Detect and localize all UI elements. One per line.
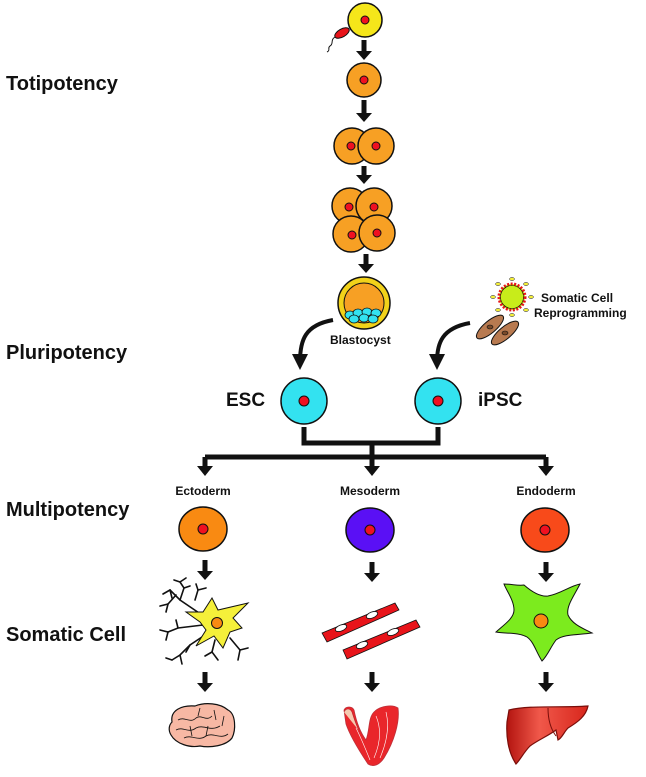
ectoderm-to-neuron-arrow [197, 560, 213, 580]
reprogramming-to-ipsc-arrow [429, 321, 471, 370]
mesoderm-label: Mesoderm [339, 484, 401, 498]
neuron-to-brain-arrow [197, 672, 213, 692]
liver-icon [506, 705, 589, 765]
reprogramming-label-line2: Reprogramming [534, 306, 627, 320]
ectoderm-cell [178, 506, 228, 552]
stage-label-pluripotency: Pluripotency [6, 342, 128, 364]
two-cell-to-four-cell-arrow [356, 166, 372, 184]
ipsc-cell [414, 377, 462, 425]
arm-muscle-icon [343, 705, 399, 766]
ipsc-label: iPSC [478, 390, 523, 411]
muscle-fibers-icon [321, 602, 421, 660]
stage-label-multipotency: Multipotency [6, 499, 130, 521]
blastocyst-to-esc-arrow [292, 318, 334, 370]
blastocyst [337, 276, 391, 330]
mesoderm-to-muscle-arrow [364, 562, 380, 582]
hepatocyte-to-liver-arrow [538, 672, 554, 692]
endoderm-cell [520, 507, 570, 553]
mesoderm-cell [345, 507, 395, 553]
endoderm-to-hepatocyte-arrow [538, 562, 554, 582]
virus-icon [490, 277, 534, 317]
neuron-icon [159, 577, 250, 665]
blastocyst-label: Blastocyst [330, 333, 391, 347]
one-cell-to-two-cell-arrow [356, 100, 372, 122]
branch-connector [202, 427, 549, 468]
ectoderm-label: Ectoderm [175, 484, 231, 498]
esc-cell [280, 377, 328, 425]
endoderm-label: Endoderm [516, 484, 576, 498]
reprogramming-label-line1: Somatic Cell [541, 291, 614, 305]
sperm-icon [326, 27, 350, 53]
branch-arrowheads [197, 466, 554, 476]
four-cell-embryo [331, 187, 396, 253]
zygote-to-one-cell-arrow [356, 40, 372, 60]
muscle-to-arm-arrow [364, 672, 380, 692]
stage-label-totipotency: Totipotency [6, 73, 118, 95]
two-cell-embryo [333, 127, 395, 165]
hepatocyte-icon [494, 583, 594, 662]
one-cell-embryo [346, 62, 382, 98]
four-cell-to-blastocyst-arrow [358, 254, 374, 273]
brain-icon [168, 703, 236, 748]
stage-label-somatic-cell: Somatic Cell [6, 624, 127, 646]
esc-label: ESC [226, 390, 266, 411]
fibroblast-cells-icon [475, 314, 520, 346]
zygote [347, 2, 383, 38]
